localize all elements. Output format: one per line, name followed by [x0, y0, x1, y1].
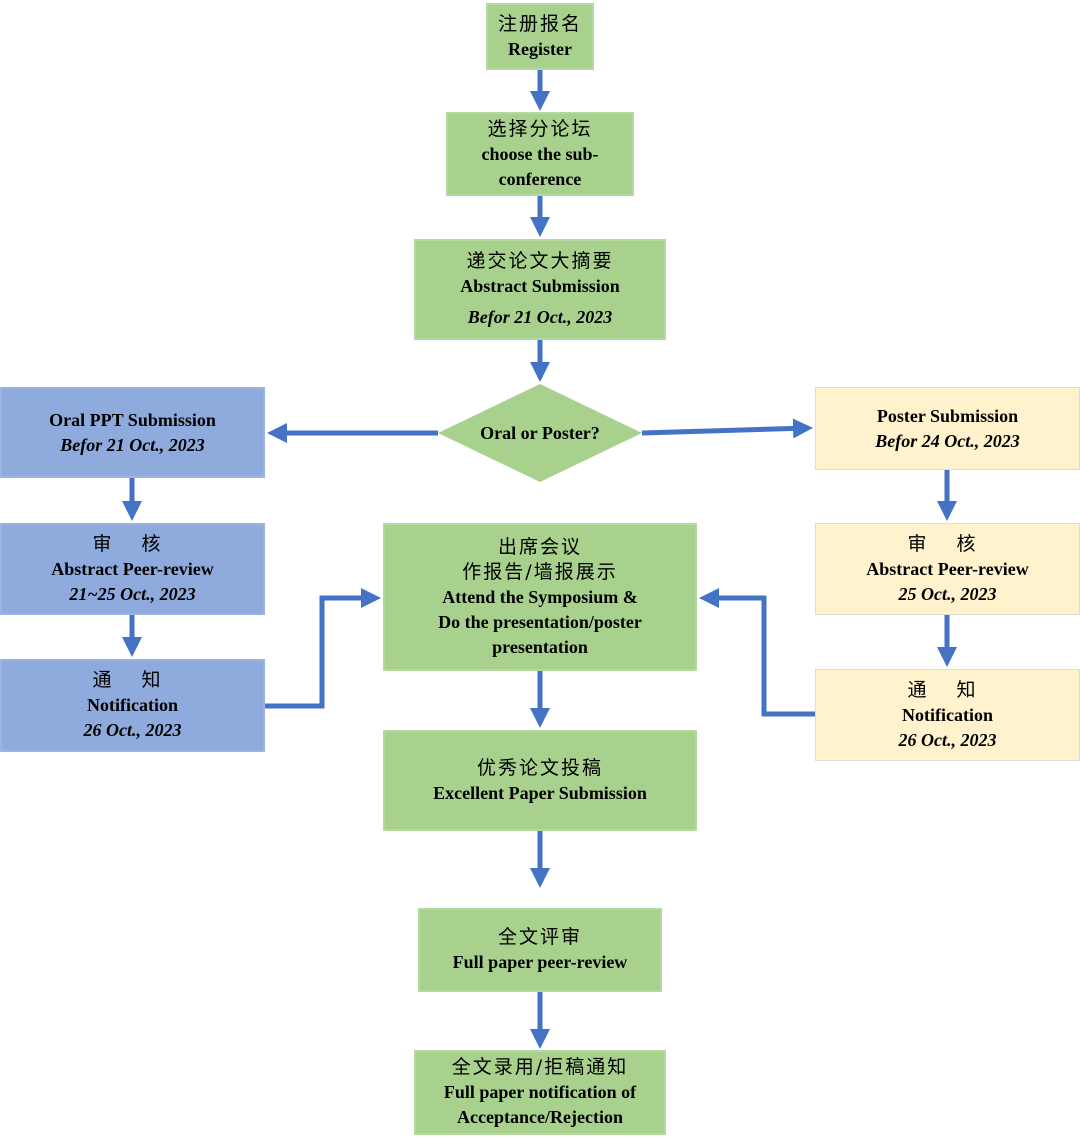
register-label-zh: 注册报名: [497, 12, 582, 35]
oral-notification-label-en: Notification: [87, 695, 178, 715]
oral-ppt-deadline: Befor 21 Oct., 2023: [60, 434, 205, 455]
abstract-submission-box: 递交论文大摘要 Abstract Submission Befor 21 Oct…: [414, 239, 666, 340]
full-paper-review-box: 全文评审 Full paper peer-review: [418, 908, 662, 992]
poster-notification-date: 26 Oct., 2023: [898, 729, 997, 750]
arrow-oral-notification-to-attend: [264, 588, 381, 709]
oral-review-label-zh: 审 核: [92, 532, 173, 555]
decision-diamond: [438, 384, 642, 482]
poster-review-label-zh: 审 核: [907, 532, 988, 555]
decision-label: Oral or Poster?: [480, 423, 600, 443]
fullreview-label-en: Full paper peer-review: [452, 952, 628, 972]
poster-notification-label-en: Notification: [902, 704, 993, 725]
oral-notification-date: 26 Oct., 2023: [83, 720, 182, 740]
register-box: 注册报名 Register: [486, 3, 594, 70]
excellent-label-en: Excellent Paper Submission: [433, 782, 647, 803]
fullreview-label-zh: 全文评审: [497, 926, 582, 948]
attend-symposium-box: 出席会议 作报告/墙报展示 Attend the Symposium & Do …: [383, 523, 697, 671]
excellent-paper-box: 优秀论文投稿 Excellent Paper Submission: [383, 730, 697, 831]
choose-label-en-1: choose the sub-: [481, 143, 599, 164]
attend-label-en-3: presentation: [492, 636, 588, 657]
choose-label-zh: 选择分论坛: [487, 117, 593, 140]
arrow-decision-to-poster: [641, 418, 813, 439]
oral-peer-review-box: 审 核 Abstract Peer-review 21~25 Oct., 202…: [0, 523, 265, 615]
abstract-label-en: Abstract Submission: [460, 276, 620, 296]
poster-review-label-en: Abstract Peer-review: [866, 558, 1029, 579]
attend-label-zh-1: 出席会议: [497, 535, 582, 558]
fullnotify-label-zh: 全文录用/拒稿通知: [451, 1056, 629, 1078]
choose-label-en-2: conference: [498, 168, 582, 189]
attend-label-en-1: Attend the Symposium &: [442, 586, 638, 607]
choose-subconference-box: 选择分论坛 choose the sub- conference: [446, 112, 634, 196]
poster-submission-label: Poster Submission: [876, 405, 1019, 426]
full-paper-notification-box: 全文录用/拒稿通知 Full paper notification of Acc…: [414, 1050, 666, 1135]
poster-peer-review-box: 审 核 Abstract Peer-review 25 Oct., 2023: [815, 523, 1080, 615]
oral-notification-label-zh: 通 知: [92, 669, 173, 691]
abstract-label-zh: 递交论文大摘要: [466, 250, 614, 272]
oral-review-label-en: Abstract Peer-review: [51, 558, 214, 579]
arrow-poster-notification-to-attend: [699, 588, 816, 717]
poster-submission-deadline: Befor 24 Oct., 2023: [875, 430, 1020, 451]
attend-label-en-2: Do the presentation/poster: [438, 611, 642, 632]
oral-notification-box: 通 知 Notification 26 Oct., 2023: [0, 659, 265, 752]
register-label-en: Register: [508, 38, 572, 59]
attend-label-zh-2: 作报告/墙报展示: [462, 560, 618, 583]
fullnotify-label-en-1: Full paper notification of: [443, 1082, 637, 1102]
poster-notification-box: 通 知 Notification 26 Oct., 2023: [815, 669, 1080, 761]
abstract-deadline: Befor 21 Oct., 2023: [467, 307, 613, 327]
fullnotify-label-en-2: Acceptance/Rejection: [457, 1107, 623, 1127]
excellent-label-zh: 优秀论文投稿: [476, 756, 603, 779]
oral-ppt-submission-box: Oral PPT Submission Befor 21 Oct., 2023: [0, 387, 265, 478]
poster-review-date: 25 Oct., 2023: [898, 583, 997, 604]
poster-submission-box: Poster Submission Befor 24 Oct., 2023: [815, 387, 1080, 470]
oral-review-dates: 21~25 Oct., 2023: [69, 583, 196, 604]
oral-ppt-label: Oral PPT Submission: [49, 409, 216, 430]
poster-notification-label-zh: 通 知: [907, 678, 988, 701]
